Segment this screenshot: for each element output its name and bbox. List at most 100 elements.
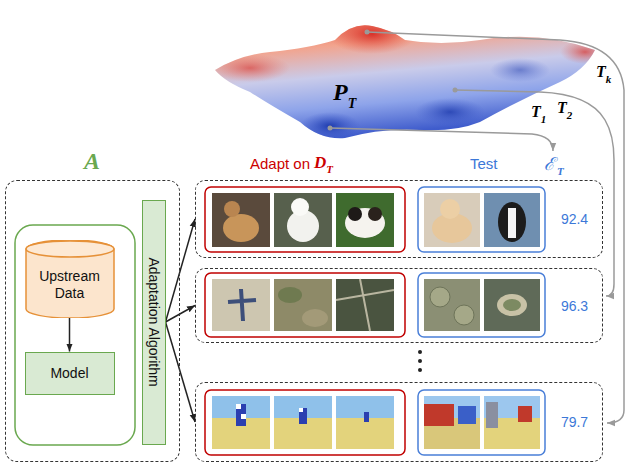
game-screenshots [424,404,454,426]
sample-dots [328,30,458,131]
satellite-photos [336,279,394,331]
test-frames [418,273,545,337]
probability-landscape [210,14,610,140]
algorithm-bar: Adaptation Algorithm [142,200,166,445]
game-screenshots [241,414,246,419]
satellite-photos [503,299,521,311]
pet-photos [274,193,332,247]
database-label: Upstream Data [34,256,106,300]
task-row: 79.7 [195,382,603,462]
flow-arrow [69,318,71,352]
adapt-frames [205,187,405,252]
adapt-frames [205,187,405,455]
score-number: 96.3 [561,298,588,314]
satellite-photos [278,287,302,303]
task-symbol: T [557,100,567,116]
score-number: 79.7 [561,414,588,430]
satellite-photos [484,279,540,331]
satellite-photos [212,279,540,331]
satellite-photos [336,279,394,331]
pet-photos [424,193,480,247]
ellipsis-dots [418,350,422,354]
ellipsis-dots [418,359,422,363]
pet-photos [224,201,240,217]
satellite-photos [212,279,270,331]
game-screenshots [486,402,498,428]
method-inner-box [15,225,135,445]
subscript: 1 [541,114,547,125]
satellite-photos [228,289,256,321]
pet-photos [484,193,540,247]
model-box: Model [25,352,115,395]
pet-photos [223,214,259,242]
subscript: k [606,74,612,85]
satellite-photos [274,279,332,331]
flow-arrow [166,219,196,322]
game-screenshots [236,404,246,426]
subscript: T [556,166,565,177]
task-symbol: T [531,104,541,120]
pet-photos [345,208,385,238]
test-frames [418,187,545,455]
ellipsis-dots [418,368,422,372]
vertical-label: Adaptation Algorithm [147,257,161,386]
probability-landscape [415,98,485,126]
game-screenshots [299,408,307,424]
score-number: 92.4 [561,211,588,227]
sample-dots [328,126,333,131]
game-screenshots [212,396,270,418]
satellite-photos [497,294,527,316]
task-row: 96.3 [195,268,603,343]
task-sample-lines [330,32,624,423]
pet-photos [348,207,362,221]
probability-landscape [210,54,290,82]
column-heading: Adapt on [250,156,310,171]
pet-photos [212,193,270,247]
flow-arrow [166,306,196,323]
sample-dots [365,30,370,35]
pet-photos [336,193,394,247]
method-box: AUpstream DataModelAdaptation Algorithm [5,180,180,462]
ellipsis-dots [418,350,422,372]
test-frames [418,390,545,455]
probability-landscape [300,112,360,140]
database-cylinder: Upstream Data [25,240,115,318]
adapt-frames [205,390,405,455]
pet-photos [291,198,309,216]
subscript: 2 [567,110,573,121]
game-screenshots [299,408,303,412]
game-screenshots [212,396,540,449]
pet-photos [212,193,540,247]
flow-arrow [166,322,196,422]
satellite-photos [302,309,328,327]
game-screenshots [236,404,241,409]
pet-photos [508,208,516,238]
evaluation-symbol: ℰ [543,155,556,173]
game-screenshots [336,418,394,449]
game-screenshots [364,412,369,422]
method-symbol: A [84,149,100,173]
cylinder-body [26,240,114,318]
column-heading: Test [470,156,498,171]
game-screenshots [458,406,476,424]
test-frames [418,187,545,252]
probability-landscape [490,58,550,82]
satellite-photos [424,279,480,331]
pet-photos [440,199,460,219]
game-screenshots [518,406,532,422]
sample-dots [453,88,458,93]
subscript: T [348,97,357,111]
task-row: 92.4 [195,180,603,258]
satellite-photos [430,287,450,307]
cylinder-top [26,241,114,257]
satellite-photos [454,305,474,325]
dataset-symbol: D [314,154,326,171]
box-label: Model [50,365,88,381]
task-sample-lines [330,128,553,151]
pet-photos [368,207,382,221]
adapt-frames [205,273,405,337]
